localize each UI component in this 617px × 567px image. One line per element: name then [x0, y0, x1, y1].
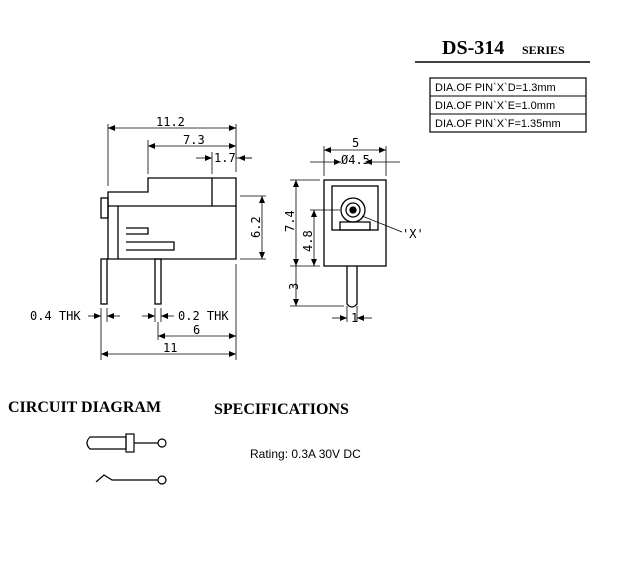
front-body-outline [323, 179, 387, 267]
dim-pin-length: 3 [287, 283, 301, 290]
dim-mid-top: 7.3 [183, 133, 205, 147]
side-body-outline [107, 177, 237, 260]
model-number: DS-314 [442, 37, 504, 59]
dim-pin-thk-right: 0.2 THK [178, 309, 229, 323]
bore-inner [345, 202, 361, 218]
pin-right [154, 258, 162, 305]
rating-text: Rating: 0.3A 30V DC [250, 447, 361, 461]
circuit-heading: CIRCUIT DIAGRAM [8, 399, 161, 416]
front-view-dimensions [290, 146, 403, 322]
pin-diameter-table: DIA.OF PIN`X`D=1.3mm DIA.OF PIN`X`E=1.0m… [429, 77, 587, 133]
dim-height: 6.2 [249, 216, 263, 238]
side-view-dimensions [88, 124, 266, 360]
label-x: 'X' [402, 227, 424, 241]
dim-width: 5 [352, 136, 359, 150]
dim-small-top: 1.7 [214, 151, 236, 165]
specs-heading: SPECIFICATIONS [214, 401, 349, 418]
dim-total-top: 11.2 [156, 115, 185, 129]
pin-table-row: DIA.OF PIN`X`D=1.3mm [435, 82, 556, 94]
dim-bore: Ø4.5 [341, 153, 370, 167]
pin-left [100, 258, 108, 305]
specifications: SPECIFICATIONS Rating: 0.3A 30V DC [214, 401, 361, 461]
side-view [100, 177, 237, 305]
dim-pin-spacing: 6 [193, 323, 200, 337]
dim-front-height: 7.4 [283, 210, 297, 232]
dim-pin-thk-left: 0.4 THK [30, 309, 81, 323]
title-block: DS-314 SERIES [415, 37, 590, 63]
dim-center: 4.8 [301, 230, 315, 252]
pin-table-row: DIA.OF PIN`X`E=1.0mm [435, 100, 555, 112]
dim-pin-width: 1 [351, 311, 358, 325]
dim-total-bottom: 11 [163, 341, 177, 355]
circuit-pin-symbol [86, 436, 127, 450]
front-view-labels: 5 Ø4.5 7.4 4.8 3 1 'X' [283, 136, 424, 325]
front-pin [346, 266, 358, 308]
bore-outer [340, 197, 366, 223]
circuit-terminal [157, 475, 167, 485]
circuit-switch-contact [95, 474, 158, 483]
front-view [323, 179, 387, 308]
side-view-labels: 11.2 7.3 1.7 6.2 0.4 THK 0.2 THK 6 11 [30, 115, 263, 355]
circuit-diagram: CIRCUIT DIAGRAM [8, 399, 167, 485]
pin-table-row: DIA.OF PIN`X`F=1.35mm [435, 118, 561, 130]
series-label: SERIES [522, 43, 565, 57]
circuit-terminal [157, 438, 167, 448]
